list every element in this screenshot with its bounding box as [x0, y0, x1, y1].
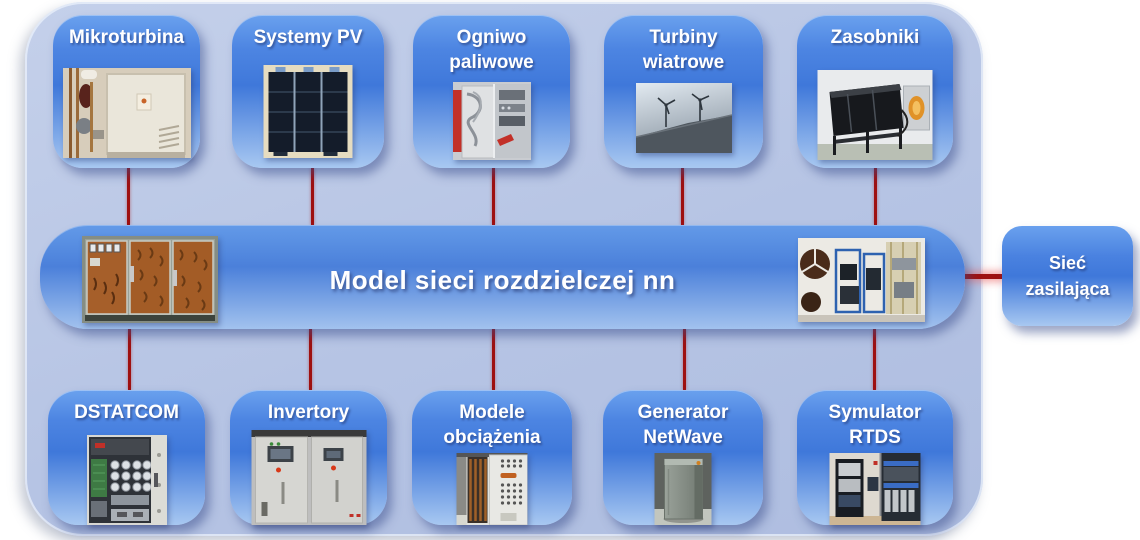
wind-turbines-photo — [635, 83, 732, 153]
node-label: Generator NetWave — [637, 402, 729, 448]
node-fuel-cell: Ogniwo paliwowe — [413, 15, 570, 168]
node-inverters: Invertory — [230, 390, 387, 525]
node-label: Sieć zasilająca — [1025, 252, 1110, 299]
connector-line-grid — [963, 274, 1003, 279]
load-model-cabinet-photo — [456, 453, 528, 525]
node-rtds-simulator: Symulator RTDS — [797, 390, 953, 525]
rtds-simulator-photo — [829, 453, 921, 525]
node-dstatcom: DSTATCOM — [48, 390, 205, 525]
node-supply-grid: Sieć zasilająca — [1002, 226, 1133, 326]
node-label: Zasobniki — [830, 27, 920, 48]
netwave-generator-photo — [654, 453, 712, 525]
lab-racks-photo — [798, 238, 925, 322]
node-microturbine: Mikroturbina — [53, 15, 200, 168]
node-label: Systemy PV — [253, 27, 363, 48]
node-label: Symulator RTDS — [828, 402, 922, 448]
inverter-cabinets-photo — [251, 430, 366, 525]
connector-line — [872, 329, 876, 390]
node-label: Mikroturbina — [68, 27, 185, 48]
node-netwave-generator: Generator NetWave — [603, 390, 763, 525]
node-label: Invertory — [267, 402, 350, 423]
node-label: Ogniwo paliwowe — [449, 27, 534, 73]
energy-storage-photo — [817, 70, 933, 160]
node-label: DSTATCOM — [74, 402, 179, 423]
connector-line — [491, 168, 495, 225]
connector-line — [680, 168, 684, 225]
connector-line — [308, 329, 312, 390]
node-label: Turbiny wiatrowe — [642, 27, 725, 73]
connector-line — [682, 329, 686, 390]
node-energy-storage: Zasobniki — [797, 15, 953, 168]
lv-switchgear-panels-photo — [82, 236, 218, 323]
connector-line — [310, 168, 314, 225]
connector-line — [491, 329, 495, 390]
microturbine-photo — [62, 68, 191, 158]
pv-panels-photo — [263, 65, 353, 158]
connector-line — [127, 329, 131, 390]
center-bar-title: Model sieci rozdzielczej nn — [329, 264, 676, 295]
fuel-cell-photo — [452, 82, 531, 160]
node-label: Modele obciążenia — [443, 402, 541, 448]
connector-line — [126, 168, 130, 225]
node-load-models: Modele obciążenia — [412, 390, 572, 525]
center-bar-lv-network-model: Model sieci rozdzielczej nn — [40, 225, 965, 329]
node-wind-turbines: Turbiny wiatrowe — [604, 15, 763, 168]
dstatcom-cabinet-photo — [86, 435, 167, 525]
node-pv-systems: Systemy PV — [232, 15, 384, 168]
connector-line — [873, 168, 877, 225]
